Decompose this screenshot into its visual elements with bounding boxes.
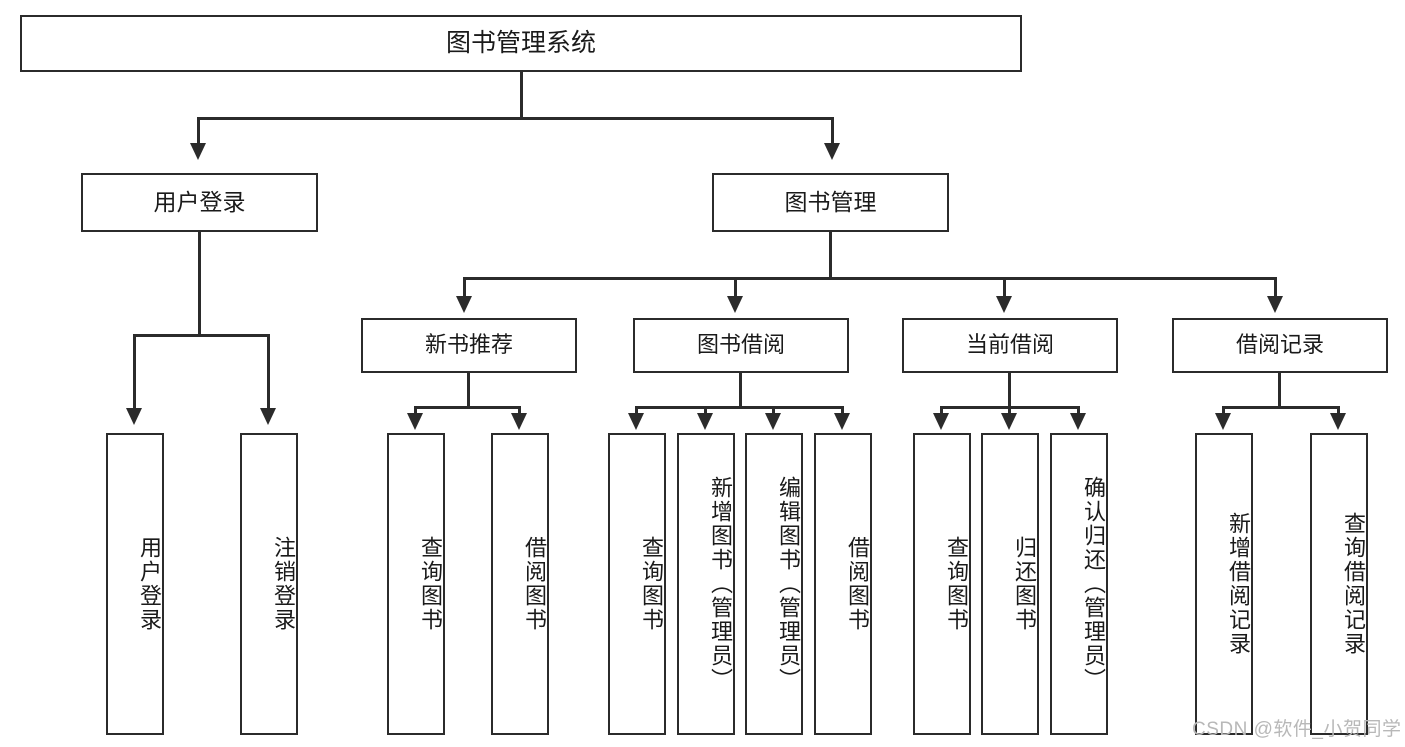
leaf-label: 借阅图书	[845, 536, 870, 632]
connector-nbr-bus	[414, 406, 521, 409]
connector-bm-to-l3-1	[463, 277, 466, 299]
arrow-bm-to-l3-1	[456, 296, 472, 313]
leaf-logout[interactable]: 注销登录	[240, 433, 298, 735]
connector-bb-to-leaf-3	[772, 406, 775, 416]
connector-bb-to-leaf-1	[635, 406, 638, 416]
leaf-bb-edit-book-admin[interactable]: 编辑图书（管理员）	[745, 433, 803, 735]
connector-bm-to-l3-2	[734, 277, 737, 299]
node-user-login[interactable]: 用户登录	[81, 173, 318, 232]
arrow-cb-to-leaf-2	[1001, 413, 1017, 430]
arrow-root-to-user-login	[190, 143, 206, 160]
connector-user-login-trunk	[198, 232, 201, 336]
node-current-borrow[interactable]: 当前借阅	[902, 318, 1118, 373]
connector-cb-to-leaf-3	[1077, 406, 1080, 416]
arrow-user-login-to-leaf-1	[126, 408, 142, 425]
leaf-label: 确认归还（管理员）	[1081, 476, 1106, 692]
node-label: 图书管理系统	[445, 29, 596, 58]
connector-user-login-bus	[133, 334, 270, 337]
leaf-label: 用户登录	[137, 536, 162, 632]
connector-book-manage-trunk	[829, 232, 832, 279]
arrow-nbr-to-leaf-1	[407, 413, 423, 430]
leaf-br-query-record[interactable]: 查询借阅记录	[1310, 433, 1368, 735]
arrow-nbr-to-leaf-2	[511, 413, 527, 430]
arrow-bm-to-l3-4	[1267, 296, 1283, 313]
connector-root-to-user-login	[197, 117, 200, 147]
arrow-br-to-leaf-2	[1330, 413, 1346, 430]
connector-root-to-book-manage	[831, 117, 834, 147]
node-label: 新书推荐	[424, 332, 513, 358]
connector-root-bus	[197, 117, 834, 120]
leaf-label: 查询图书	[418, 536, 443, 632]
leaf-bb-add-book-admin[interactable]: 新增图书（管理员）	[677, 433, 735, 735]
connector-br-to-leaf-1	[1222, 406, 1225, 416]
arrow-bm-to-l3-2	[727, 296, 743, 313]
node-label: 当前借阅	[965, 332, 1054, 358]
connector-nbr-to-leaf-2	[518, 406, 521, 416]
leaf-label: 查询图书	[639, 536, 664, 632]
arrow-cb-to-leaf-3	[1070, 413, 1086, 430]
node-book-borrow[interactable]: 图书借阅	[633, 318, 849, 373]
arrow-bb-to-leaf-3	[765, 413, 781, 430]
connector-bb-to-leaf-4	[841, 406, 844, 416]
arrow-bb-to-leaf-4	[834, 413, 850, 430]
node-book-management[interactable]: 图书管理	[712, 173, 949, 232]
leaf-nbr-borrow-book[interactable]: 借阅图书	[491, 433, 549, 735]
node-label: 图书借阅	[696, 332, 785, 358]
connector-cb-to-leaf-1	[940, 406, 943, 416]
connector-cb-to-leaf-2	[1008, 406, 1011, 416]
leaf-cb-query-book[interactable]: 查询图书	[913, 433, 971, 735]
connector-root-trunk	[520, 72, 523, 119]
connector-br-bus	[1222, 406, 1340, 409]
connector-book-manage-bus	[463, 277, 1277, 280]
connector-nbr-trunk	[467, 373, 470, 408]
arrow-user-login-to-leaf-2	[260, 408, 276, 425]
node-root-system[interactable]: 图书管理系统	[20, 15, 1022, 72]
arrow-cb-to-leaf-1	[933, 413, 949, 430]
node-new-book-recommend[interactable]: 新书推荐	[361, 318, 577, 373]
leaf-user-login[interactable]: 用户登录	[106, 433, 164, 735]
leaf-label: 查询图书	[944, 536, 969, 632]
leaf-label: 编辑图书（管理员）	[776, 476, 801, 692]
leaf-cb-return-book[interactable]: 归还图书	[981, 433, 1039, 735]
leaf-label: 归还图书	[1012, 536, 1037, 632]
leaf-br-add-record[interactable]: 新增借阅记录	[1195, 433, 1253, 735]
connector-br-to-leaf-2	[1337, 406, 1340, 416]
arrow-bm-to-l3-3	[996, 296, 1012, 313]
connector-bb-trunk	[739, 373, 742, 408]
leaf-bb-query-book[interactable]: 查询图书	[608, 433, 666, 735]
arrow-bb-to-leaf-1	[628, 413, 644, 430]
csdn-watermark: CSDN @软件_小贺同学	[1192, 714, 1401, 741]
leaf-label: 注销登录	[271, 536, 296, 632]
leaf-bb-borrow-book[interactable]: 借阅图书	[814, 433, 872, 735]
node-label: 借阅记录	[1235, 332, 1324, 358]
connector-bb-to-leaf-2	[704, 406, 707, 416]
leaf-label: 借阅图书	[522, 536, 547, 632]
node-label: 用户登录	[153, 189, 246, 216]
leaf-label: 查询借阅记录	[1341, 512, 1366, 656]
connector-cb-trunk	[1008, 373, 1011, 408]
connector-user-login-to-leaf-2	[267, 334, 270, 412]
leaf-label: 新增图书（管理员）	[708, 476, 733, 692]
node-label: 图书管理	[784, 189, 877, 216]
connector-user-login-to-leaf-1	[133, 334, 136, 412]
connector-bm-to-l3-4	[1274, 277, 1277, 299]
connector-br-trunk	[1278, 373, 1281, 408]
connector-bb-bus	[635, 406, 844, 409]
leaf-label: 新增借阅记录	[1226, 512, 1251, 656]
watermark-text: CSDN @软件_小贺同学	[1192, 719, 1402, 740]
leaf-cb-confirm-return-admin[interactable]: 确认归还（管理员）	[1050, 433, 1108, 735]
arrow-root-to-book-manage	[824, 143, 840, 160]
arrow-br-to-leaf-1	[1215, 413, 1231, 430]
leaf-nbr-query-book[interactable]: 查询图书	[387, 433, 445, 735]
connector-bm-to-l3-3	[1003, 277, 1006, 299]
node-borrow-record[interactable]: 借阅记录	[1172, 318, 1388, 373]
connector-nbr-to-leaf-1	[414, 406, 417, 416]
arrow-bb-to-leaf-2	[697, 413, 713, 430]
